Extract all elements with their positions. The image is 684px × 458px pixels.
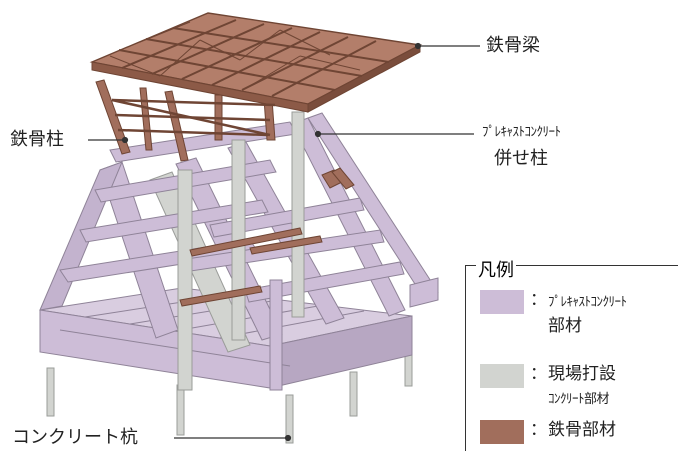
label-steel-column: 鉄骨柱 [10, 129, 64, 150]
inner-steel [179, 227, 323, 307]
pile [46, 367, 55, 417]
legend-label-cast-1: 現場打設 [548, 364, 616, 384]
leader-lines [88, 42, 480, 442]
label-precast-line1: ﾌﾟﾚｷｬｽﾄｺﾝｸﾘｰﾄ [482, 125, 561, 140]
legend-label-precast-1: ﾌﾟﾚｷｬｽﾄｺﾝｸﾘｰﾄ [548, 295, 627, 310]
legend-label-precast-2: 部材 [548, 316, 582, 336]
label-steel-beam: 鉄骨梁 [486, 35, 540, 56]
label-precast-line2: 併せ柱 [494, 148, 548, 169]
label-concrete-pile: コンクリート杭 [12, 427, 138, 448]
legend-prefix: ： [530, 290, 547, 310]
pile [285, 394, 294, 444]
roof-bracing [111, 98, 276, 137]
legend-prefix: ： [530, 364, 547, 384]
pile [349, 371, 358, 417]
pile [176, 384, 185, 436]
legend-swatch-precast [480, 290, 524, 314]
legend-label-cast-2: ｺﾝｸﾘｰﾄ部材 [548, 392, 610, 407]
legend-label-steel: 鉄骨部材 [548, 420, 616, 440]
legend-swatch-steel [480, 420, 524, 444]
legend-frame [465, 265, 678, 451]
legend-swatch-cast-in-place [480, 364, 524, 388]
legend-title: 凡例 [476, 256, 516, 282]
steel-roof-truss [89, 12, 423, 113]
concrete-piles [46, 347, 413, 444]
cantilever-arm [307, 112, 439, 308]
legend-prefix: ： [530, 420, 547, 440]
